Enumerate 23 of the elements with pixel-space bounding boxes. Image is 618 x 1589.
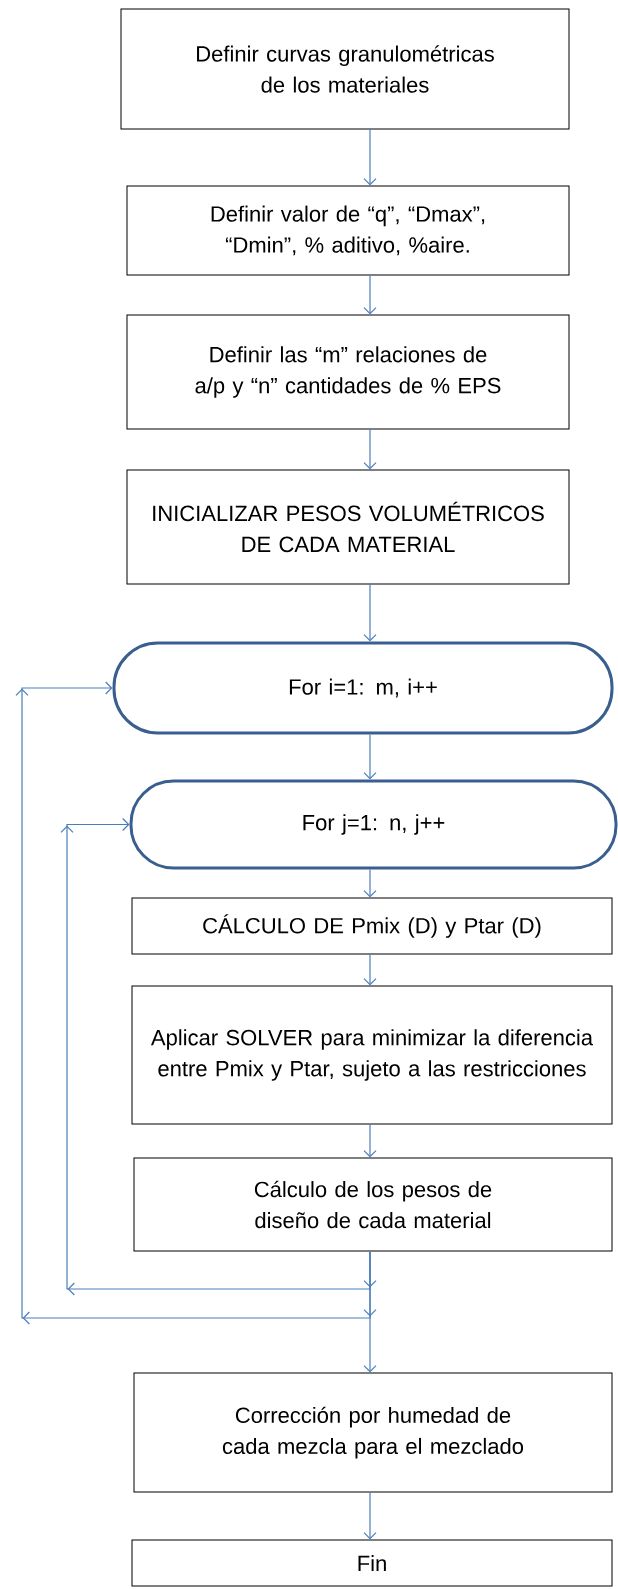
process-box: INICIALIZAR PESOS VOLUMÉTRICOS DE CADA MATERIAL: [126, 469, 570, 585]
process-box: Aplicar SOLVER para minimizar la diferencia entre Pmix y Ptar, sujeto a las restricciones: [131, 985, 613, 1125]
arrow: [363, 1250, 377, 1373]
loop-terminal: For i=1: m, i++: [112, 641, 614, 735]
arrow: [15, 681, 377, 1325]
arrow: [363, 1491, 377, 1540]
process-box: Definir valor de “q”, “Dmax”, “Dmin”, % aditivo, %aire.: [126, 185, 570, 276]
process-box: CÁLCULO DE Pmix (D) y Ptar (D): [131, 897, 613, 955]
process-box: Corrección por humedad de cada mezcla para el mezclado: [133, 1372, 613, 1493]
arrow: [363, 953, 377, 986]
process-box: Definir las “m” relaciones de a/p y “n” cantidades de % EPS: [126, 314, 570, 430]
arrow: [363, 274, 377, 315]
loop-terminal: For j=1: n, j++: [129, 779, 618, 870]
arrow: [363, 128, 377, 186]
arrow: [363, 583, 377, 642]
process-box: Cálculo de los pesos de diseño de cada material: [133, 1157, 613, 1252]
process-box: Definir curvas granulométricas de los materiales: [120, 8, 570, 130]
arrow: [60, 817, 377, 1296]
process-box: Fin: [131, 1539, 613, 1587]
arrow: [363, 428, 377, 470]
arrow: [363, 868, 377, 898]
arrow: [363, 1123, 377, 1158]
arrow: [363, 733, 377, 780]
